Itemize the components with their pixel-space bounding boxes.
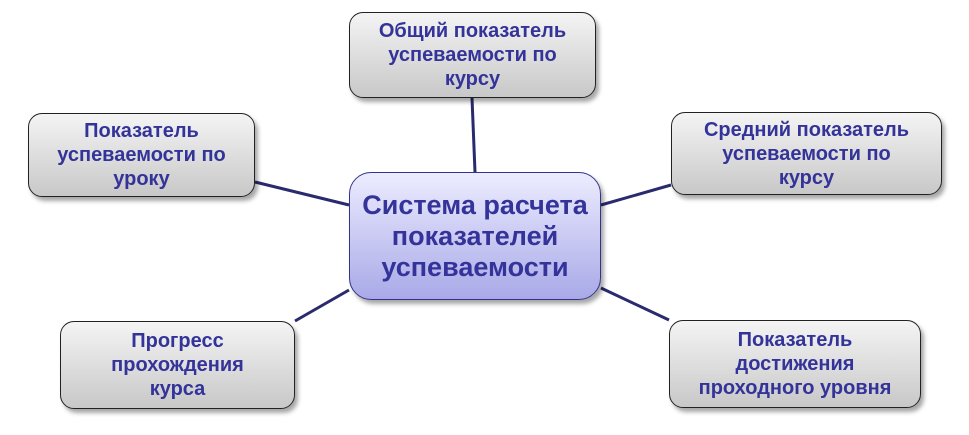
connector-bottom-left <box>294 288 350 323</box>
node-average-course-score: Средний показатель успеваемости по курсу <box>671 112 942 195</box>
connector-bottom-right <box>600 286 670 322</box>
connector-top <box>470 97 477 173</box>
node-pass-level-achievement: Показатель достижения проходного уровня <box>669 320 921 408</box>
node-overall-course-score: Общий показатель успеваемости по курсу <box>349 12 596 98</box>
node-lesson-score: Показатель успеваемости по уроку <box>28 113 255 197</box>
connector-right <box>600 183 672 207</box>
node-course-progress: Прогресс прохождения курса <box>60 321 295 409</box>
central-node: Система расчета показателей успеваемости <box>349 172 601 300</box>
connector-left <box>254 180 350 207</box>
